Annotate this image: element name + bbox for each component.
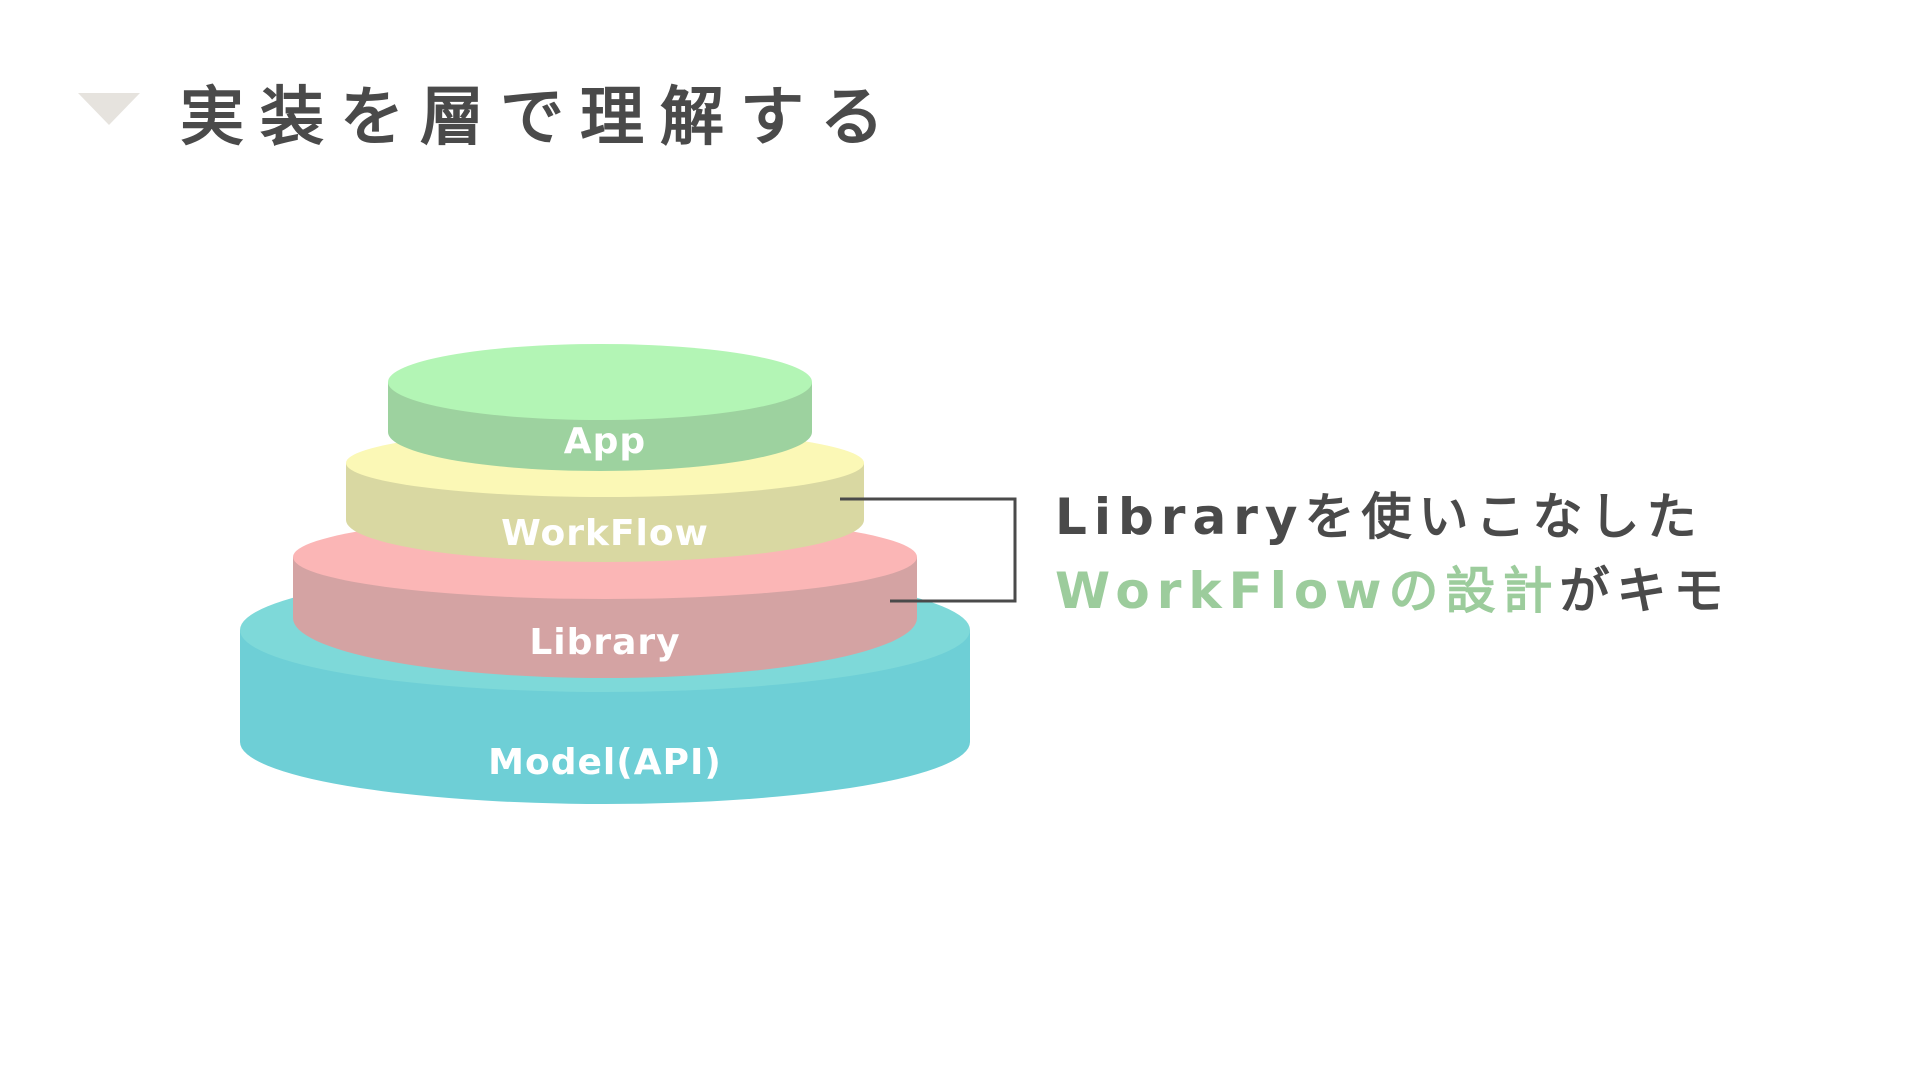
layer-app-label: App bbox=[564, 421, 646, 462]
callout-line-1: Libraryを使いこなした bbox=[1055, 488, 1704, 546]
layer-workflow-label: WorkFlow bbox=[501, 513, 709, 554]
callout-line-2: WorkFlowの設計がキモ bbox=[1055, 554, 1730, 628]
callout-line-2-rest: がキモ bbox=[1559, 562, 1731, 620]
layer-app: App bbox=[388, 344, 812, 471]
layer-app-top bbox=[388, 344, 812, 420]
callout-highlight: WorkFlowの設計 bbox=[1055, 562, 1560, 620]
page-title: 実装を層で理解する bbox=[180, 81, 900, 155]
callout-note: Libraryを使いこなした WorkFlowの設計がキモ bbox=[1055, 480, 1730, 628]
title-triangle-icon bbox=[78, 93, 140, 125]
bracket-connector bbox=[840, 497, 1017, 603]
layer-model-api-label: Model(API) bbox=[488, 742, 722, 783]
layer-library-label: Library bbox=[529, 622, 680, 663]
